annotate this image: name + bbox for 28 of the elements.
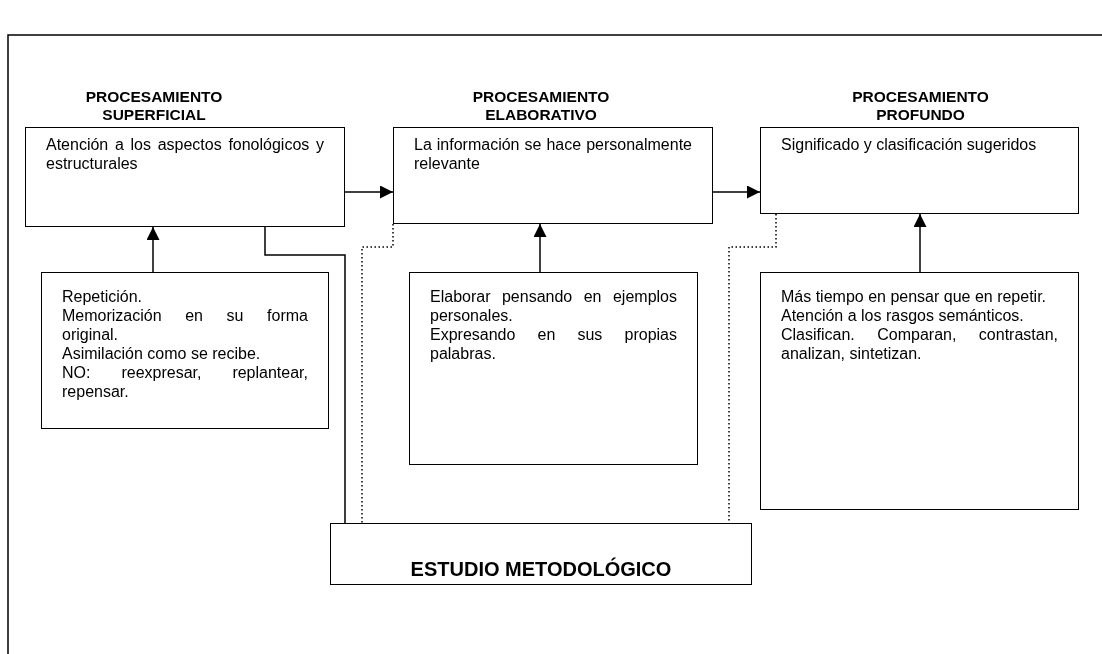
box-text: Atención a los aspectos fonológicos y estructurales <box>46 135 324 173</box>
box-text: Expresando en sus propias palabras. <box>430 325 677 363</box>
box-text: NO: reexpresar, replantear, repensar. <box>62 363 308 401</box>
box-text: Asimilación como se recibe. <box>62 344 262 363</box>
text-box <box>760 272 1079 510</box>
arrow <box>146 226 160 273</box>
box-text: Significado y clasificación sugeridos <box>781 135 1038 154</box>
text-box <box>409 272 698 465</box>
column-heading: PROCESAMIENTO PROFUNDO <box>851 88 990 124</box>
column-heading: PROCESAMIENTO ELABORATIVO <box>471 88 611 124</box>
connector-line <box>264 226 346 524</box>
box-text: Elaborar pensando en ejemplos personales. <box>430 287 677 325</box>
text-box <box>41 272 329 429</box>
arrow <box>913 213 927 273</box>
process-box <box>330 523 752 585</box>
box-text: Repetición. <box>62 287 144 306</box>
box-text: La información se hace personalmente relevante <box>414 135 692 173</box>
arrow <box>533 223 547 273</box>
box-text: Más tiempo en pensar que en repetir. <box>781 287 1048 306</box>
dotted-connector <box>361 223 394 524</box>
arrow <box>712 185 761 199</box>
box-text: Clasifican. Comparan, contrastan, analizan, sintetizan. <box>781 325 1058 363</box>
arrow <box>344 185 394 199</box>
dotted-connector <box>728 213 777 524</box>
box-text: Atención a los rasgos semánticos. <box>781 306 1025 325</box>
column-heading: PROCESAMIENTO SUPERFICIAL <box>84 88 224 124</box>
box-text: Memorización en su forma original. <box>62 306 308 344</box>
box-title: ESTUDIO METODOLÓGICO <box>409 556 673 581</box>
